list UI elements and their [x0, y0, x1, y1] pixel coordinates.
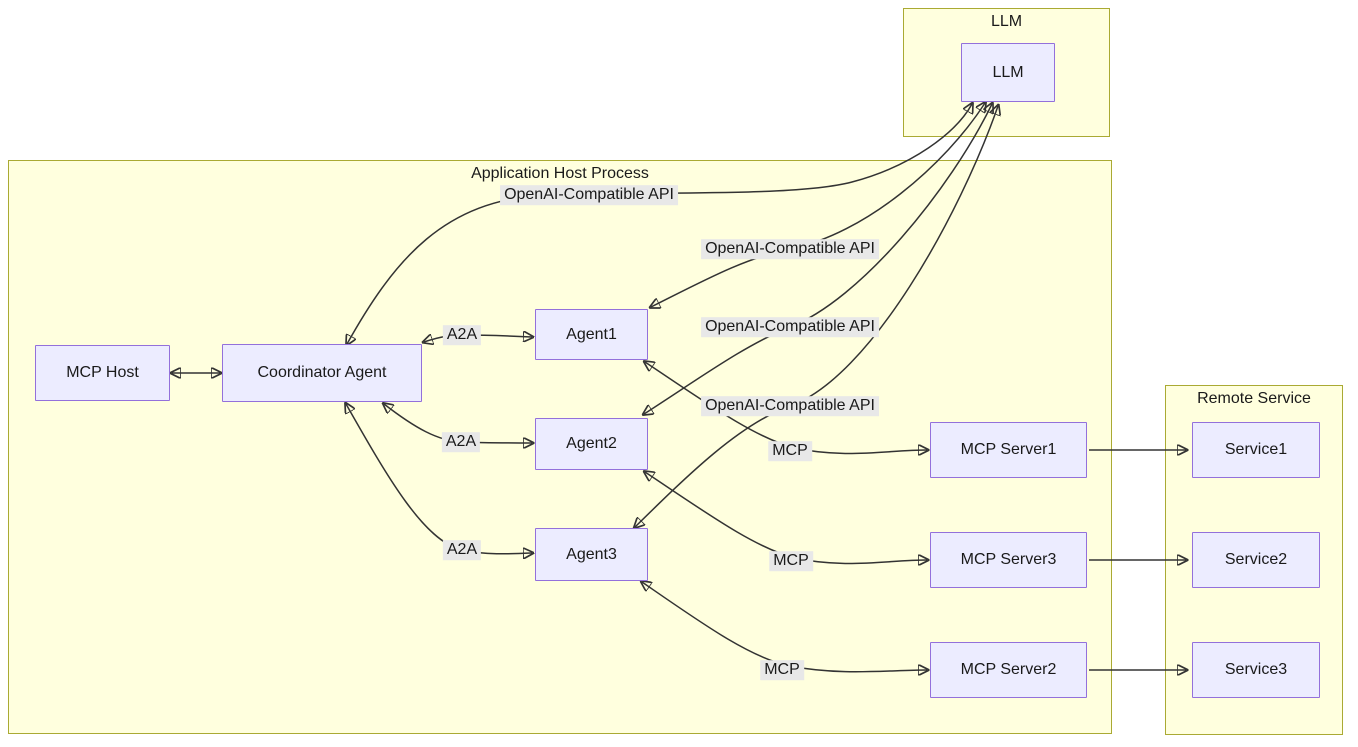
- edge-label-a2a-agent2: A2A: [441, 432, 481, 452]
- node-agent1: Agent1: [535, 309, 648, 360]
- edge-label-openai-api-agent3: OpenAI-Compatible API: [701, 396, 879, 416]
- container-title-llm: LLM: [990, 13, 1023, 30]
- node-coordinator-agent: Coordinator Agent: [222, 344, 422, 402]
- edge-label-mcp-server2: MCP: [760, 660, 804, 680]
- edge-coordinator-agent3-a2a: [346, 404, 532, 554]
- edge-label-a2a-agent1: A2A: [442, 325, 482, 345]
- edge-label-mcp-server3: MCP: [769, 551, 813, 571]
- node-label-mcp-server1: MCP Server1: [960, 441, 1057, 458]
- node-service2: Service2: [1192, 532, 1320, 588]
- edge-label-a2a-agent3: A2A: [442, 540, 482, 560]
- node-mcp-host: MCP Host: [35, 345, 170, 401]
- node-mcp-server2: MCP Server2: [930, 642, 1087, 698]
- node-label-coordinator-agent: Coordinator Agent: [257, 364, 387, 381]
- edge-label-openai-api-coordinator: OpenAI-Compatible API: [500, 185, 678, 205]
- node-label-agent2: Agent2: [566, 435, 617, 452]
- edge-agent2-llm-openai: [644, 104, 992, 414]
- node-agent3: Agent3: [535, 528, 648, 581]
- edge-label-mcp-server1: MCP: [768, 441, 812, 461]
- node-label-service1: Service1: [1224, 441, 1288, 458]
- container-title-remote-service: Remote Service: [1197, 390, 1311, 407]
- edge-agent3-mcpserver2-mcp: [642, 582, 927, 672]
- node-label-mcp-host: MCP Host: [66, 364, 139, 381]
- node-agent2: Agent2: [535, 418, 648, 470]
- node-service1: Service1: [1192, 422, 1320, 478]
- node-label-mcp-server2: MCP Server2: [960, 661, 1057, 678]
- node-label-llm: LLM: [992, 63, 1024, 81]
- edge-coordinator-llm-openai: [347, 104, 972, 344]
- node-mcp-server3: MCP Server3: [930, 532, 1087, 588]
- edge-agent2-mcpserver3-mcp: [645, 472, 927, 563]
- node-label-service2: Service2: [1224, 551, 1288, 568]
- node-label-service3: Service3: [1224, 661, 1288, 678]
- edge-label-openai-api-agent2: OpenAI-Compatible API: [701, 317, 879, 337]
- node-label-mcp-server3: MCP Server3: [960, 551, 1057, 568]
- edge-agent1-llm-openai: [651, 103, 985, 307]
- node-llm: LLM: [961, 43, 1055, 102]
- node-label-agent1: Agent1: [566, 325, 617, 343]
- node-mcp-server1: MCP Server1: [930, 422, 1087, 478]
- edge-label-openai-api-agent1: OpenAI-Compatible API: [701, 239, 879, 259]
- node-label-agent3: Agent3: [566, 545, 617, 563]
- node-service3: Service3: [1192, 642, 1320, 698]
